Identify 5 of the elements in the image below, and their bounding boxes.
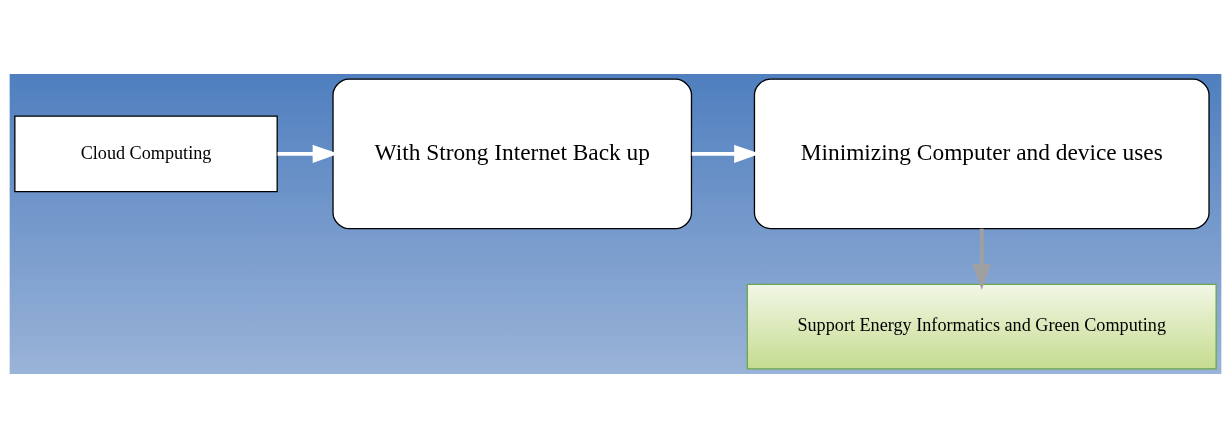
node-box: Support Energy Informatics and Green Computing: [746, 283, 1217, 370]
node-box: With Strong Internet Back up: [332, 78, 693, 230]
node-box: Minimizing Computer and device uses: [753, 78, 1210, 230]
arrow: [972, 228, 991, 290]
node-box: Cloud Computing: [14, 115, 278, 193]
